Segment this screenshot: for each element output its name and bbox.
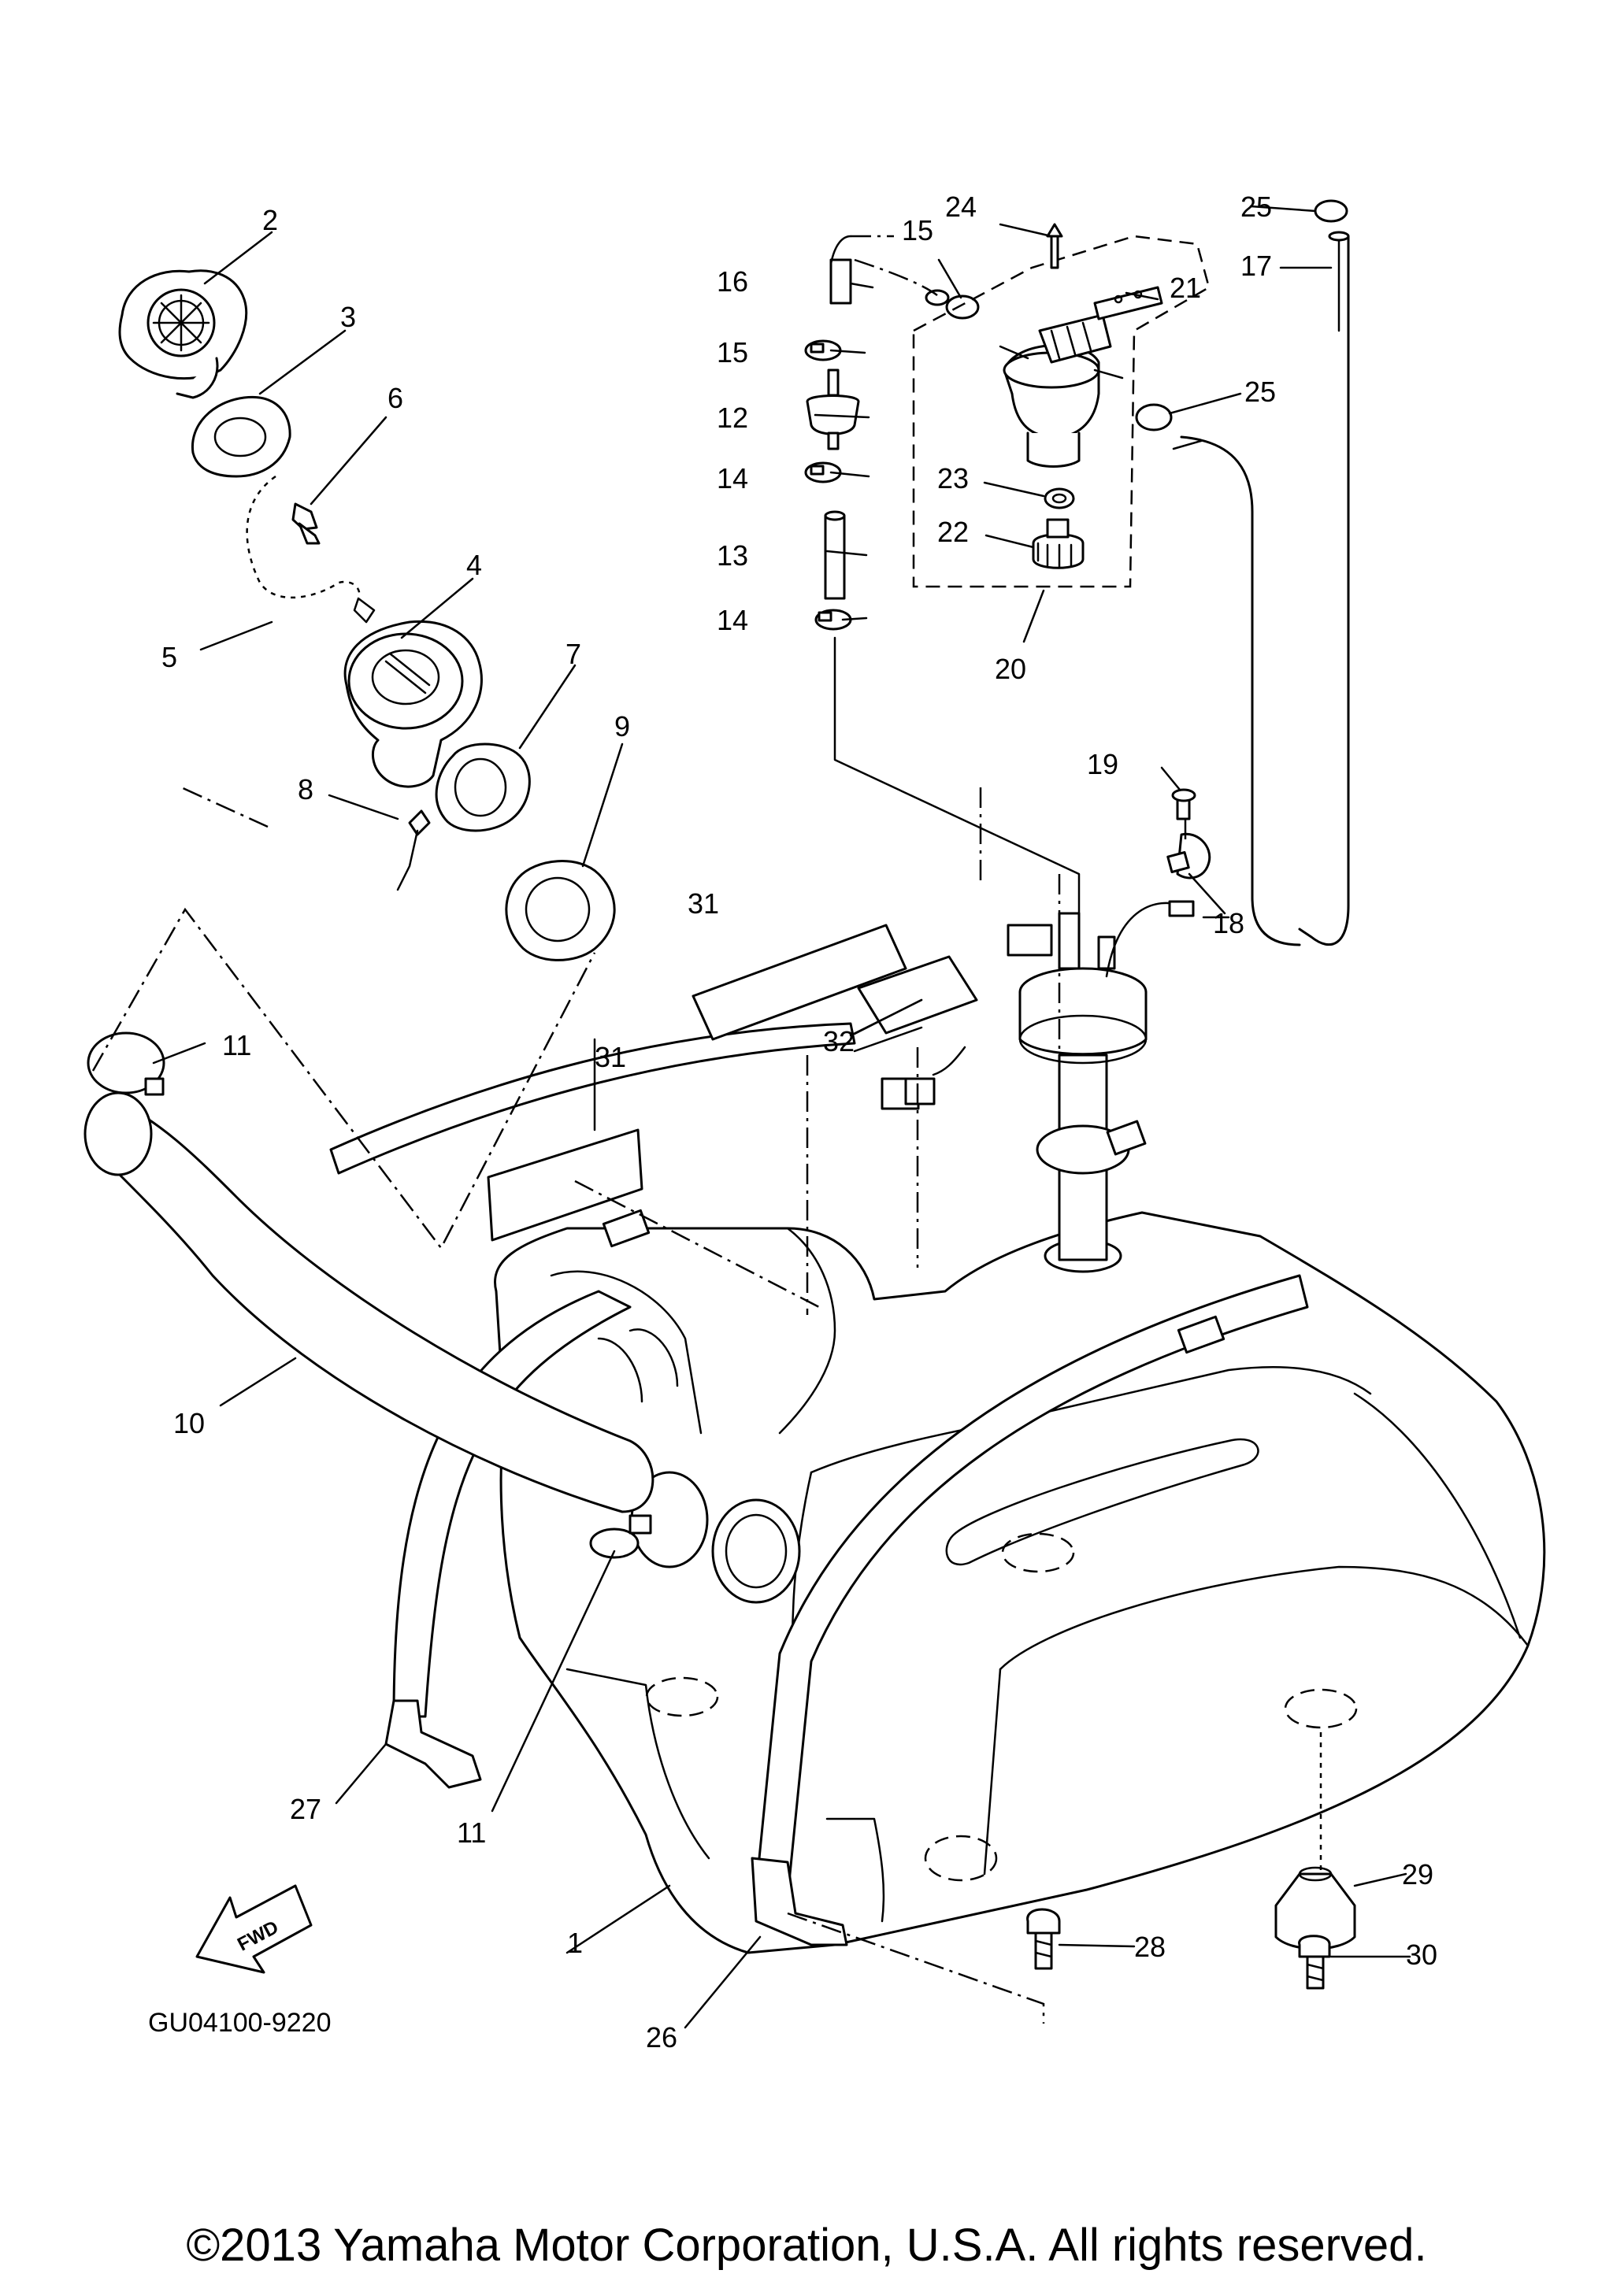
leader-lines — [152, 205, 1411, 2029]
callout-15-top: 15 — [902, 214, 933, 246]
callout-24: 24 — [945, 191, 977, 223]
filler-cap-assembly — [118, 269, 376, 624]
callout-14-bottom: 14 — [717, 604, 748, 636]
callout-14-top: 14 — [717, 462, 748, 494]
callout-25-right: 25 — [1244, 376, 1276, 408]
fwd-arrow-icon: FWD — [195, 1884, 313, 1974]
callout-12: 12 — [717, 402, 748, 434]
callout-1: 1 — [567, 1927, 583, 1959]
callout-17: 17 — [1240, 250, 1272, 282]
callout-7: 7 — [565, 638, 581, 670]
callout-9: 9 — [614, 710, 630, 742]
callout-4: 4 — [466, 549, 482, 581]
callout-26: 26 — [646, 2021, 677, 2053]
callouts: 1 2 3 4 5 6 7 8 9 10 11 11 12 13 14 14 1… — [161, 191, 1437, 2053]
callout-23: 23 — [937, 462, 969, 494]
mounting-hardware — [1026, 1866, 1356, 1990]
callout-18: 18 — [1213, 907, 1244, 939]
callout-15-left: 15 — [717, 336, 748, 368]
callout-13: 13 — [717, 539, 748, 572]
filler-hose — [83, 1031, 654, 1559]
callout-31-left: 31 — [595, 1041, 626, 1073]
warning-labels — [487, 924, 978, 1242]
callout-2: 2 — [262, 204, 278, 236]
filler-neck-assembly — [343, 620, 616, 961]
fuel-tank — [494, 1211, 1546, 1954]
callout-16: 16 — [717, 265, 748, 298]
callout-6: 6 — [387, 382, 403, 414]
callout-30: 30 — [1406, 1939, 1437, 1971]
callout-21: 21 — [1170, 272, 1201, 304]
callout-28: 28 — [1134, 1931, 1166, 1963]
callout-25-top: 25 — [1240, 191, 1272, 223]
callout-11-bottom: 11 — [457, 1816, 486, 1849]
callout-19: 19 — [1087, 748, 1118, 780]
callout-31-top: 31 — [688, 887, 719, 920]
copyright-notice: ©2013 Yamaha Motor Corporation, U.S.A. A… — [186, 2220, 1427, 2271]
fuel-pump-sender — [881, 900, 1195, 1261]
callout-11-top: 11 — [222, 1029, 251, 1061]
fuel-line-assembly — [804, 199, 1350, 946]
callout-20: 20 — [995, 653, 1026, 685]
callout-29: 29 — [1402, 1858, 1433, 1890]
callout-8: 8 — [298, 773, 313, 805]
callout-32: 32 — [823, 1025, 855, 1057]
callout-10: 10 — [173, 1407, 205, 1439]
callout-22: 22 — [937, 516, 969, 548]
callout-27: 27 — [290, 1793, 321, 1825]
center-lines — [91, 235, 1322, 2024]
diagram-code: GU04100-9220 — [148, 2008, 332, 2038]
callout-5: 5 — [161, 641, 177, 673]
callout-3: 3 — [340, 301, 356, 333]
